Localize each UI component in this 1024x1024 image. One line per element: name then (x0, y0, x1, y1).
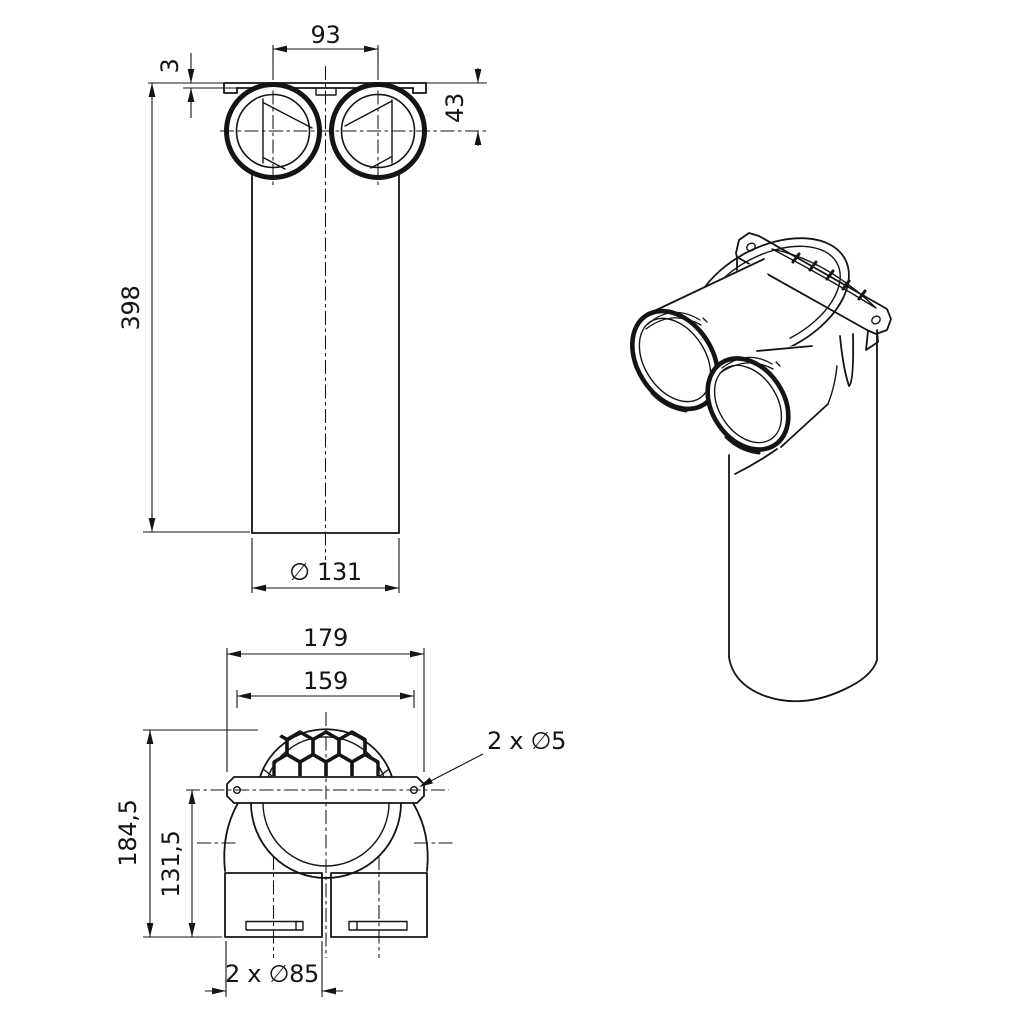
arrowhead (385, 584, 399, 592)
flange-outline (226, 776, 425, 804)
arrowhead (188, 790, 196, 804)
spigot-right (330, 872, 428, 938)
arrowhead (146, 923, 154, 937)
arrowhead (187, 69, 195, 83)
arrowhead (187, 88, 195, 102)
spigot-right-slot (348, 920, 408, 931)
arrowhead (273, 45, 287, 53)
spigot2-nub (775, 361, 781, 367)
extension-lines (236, 690, 415, 708)
spigot2-saddle (827, 365, 838, 405)
spigot2-rim (705, 356, 791, 452)
spigot1-seal-lip (645, 311, 702, 330)
dim-label-179: 179 (303, 624, 348, 652)
flange-side-tab (839, 333, 855, 387)
arrowhead (474, 131, 482, 145)
arrowhead (212, 987, 226, 995)
dim-label-398: 398 (117, 286, 145, 331)
dim-label-2x85: 2 x ∅85 (225, 960, 319, 988)
grille-band-outline (771, 248, 877, 309)
flange-bar-outline (735, 232, 892, 335)
dim-flange-to-spigot-end: 131,5 (157, 790, 196, 937)
spigot-right-outline (330, 872, 428, 938)
arrowhead (146, 730, 154, 744)
port-right-damper-diagonal (344, 100, 393, 127)
bottom-centerlines (186, 712, 453, 958)
spigot-left-slot (245, 920, 304, 931)
dome-outer-arc (259, 728, 393, 778)
front-view: 93 3 43 398 (117, 21, 489, 593)
dim-body-length: 398 (117, 83, 250, 533)
arrowhead (400, 692, 414, 700)
spigot2-inner (713, 364, 783, 444)
dim-label-93: 93 (311, 21, 341, 49)
port-left-damper-edge (263, 157, 286, 170)
iso-spigot-2 (705, 344, 838, 455)
flange-bar-hole-left (746, 242, 756, 252)
dim-port-center-depth: 43 (426, 68, 487, 146)
spigot-left-outline (224, 872, 323, 938)
front-centerlines (220, 66, 489, 560)
dim-label-43: 43 (441, 93, 469, 123)
spigot-left (224, 872, 323, 938)
arrowhead (364, 45, 378, 53)
spigot1-seal-arc (650, 391, 688, 413)
spigot2-top-edge (756, 345, 813, 352)
extension-lines (251, 538, 400, 593)
dim-hole-spacing: 159 (236, 667, 415, 708)
port-right-damper-edge (370, 156, 392, 169)
cylinder-bottom-curve (728, 656, 878, 703)
arrowhead (188, 923, 196, 937)
flange-bar-hole-right (871, 315, 881, 325)
spigot2-seal-arc (724, 435, 761, 455)
dim-label-3: 3 (156, 59, 184, 74)
isometric-view (630, 232, 892, 703)
dim-spigot-diameter: 2 x ∅85 (205, 941, 343, 997)
flange-side-tab-2 (865, 329, 879, 351)
dim-label-159: 159 (303, 667, 348, 695)
arrowhead (322, 987, 336, 995)
dim-label-diameter-131: ∅ 131 (289, 558, 362, 586)
dim-screw-holes: 2 x ∅5 (417, 727, 566, 791)
bottom-view: 179 159 184,5 131,5 (114, 624, 566, 997)
dome-base-ticks (262, 768, 390, 777)
shoulder-left (223, 802, 239, 872)
arrowhead (237, 692, 251, 700)
dim-flange-width: 179 (226, 624, 425, 772)
spigot2-bottom-edge (780, 403, 829, 448)
dim-overall-height: 184,5 (114, 729, 258, 938)
dim-label-2x5: 2 x ∅5 (487, 727, 566, 755)
shoulder-right (412, 802, 429, 872)
spigot1-top-edge (649, 258, 765, 314)
spigot2-seal-lip (719, 356, 774, 374)
iso-spigot-1 (630, 258, 790, 413)
arrowhead (410, 650, 424, 658)
extension-lines (226, 648, 425, 772)
dim-port-spacing: 93 (272, 21, 379, 66)
iso-grille-band (771, 248, 877, 309)
arrowhead (227, 650, 241, 658)
arrowhead (474, 69, 482, 83)
saddle-fillet (734, 448, 778, 475)
dim-flange-offset: 3 (148, 53, 237, 118)
arrowhead (148, 83, 156, 97)
dim-label-131-5: 131,5 (157, 830, 185, 897)
spigot1-rim (630, 308, 720, 412)
dim-body-diameter: ∅ 131 (251, 538, 400, 593)
spigot1-nub (702, 317, 708, 323)
dim-label-184-5: 184,5 (114, 799, 142, 866)
port-left-damper-diagonal (263, 102, 313, 129)
extension-lines (225, 941, 323, 997)
arrowhead (252, 584, 266, 592)
arrowhead (148, 518, 156, 532)
flange-right-tab (412, 82, 427, 94)
iso-flange-bar (735, 232, 892, 387)
